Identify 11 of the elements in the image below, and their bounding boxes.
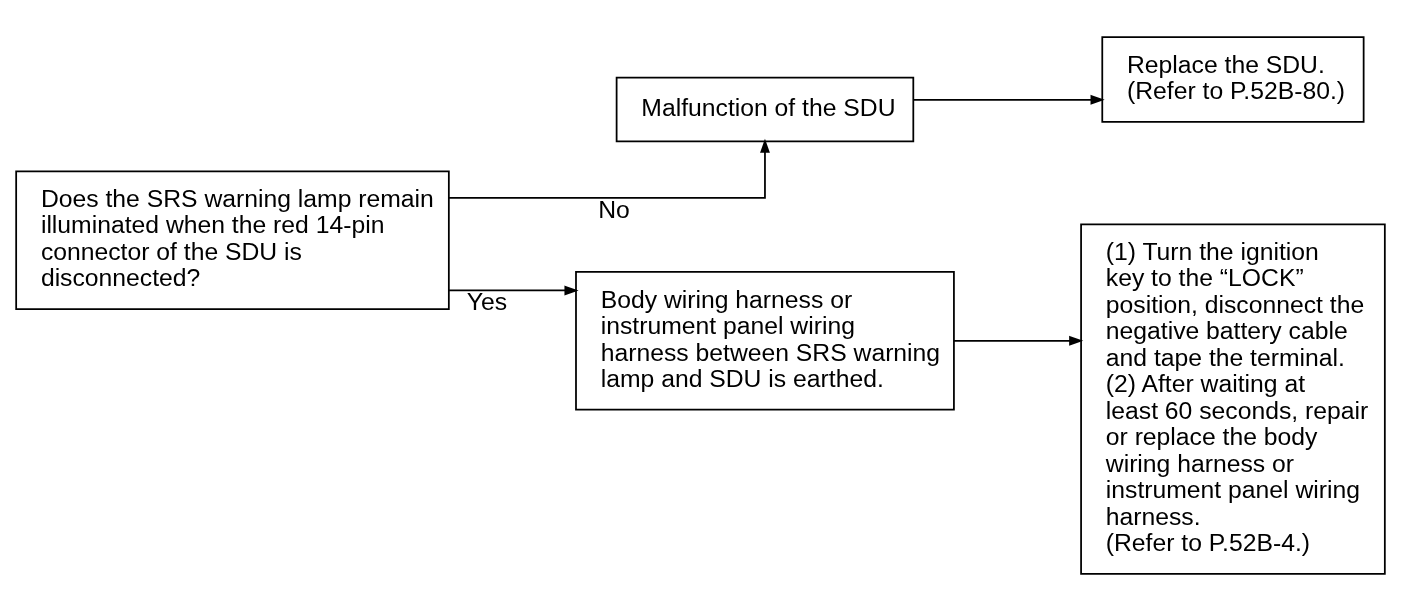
edge-label: Yes bbox=[466, 287, 508, 315]
node-box: (1) Turn the ignition key to the “LOCK” position, disconnect the negative battery cable and tape the terminal. (2) After waiting at least 60 seconds, repair or replace the body wiring harness or instrument panel wiring harness. (Refer to P.52B-4.) bbox=[1080, 222, 1386, 575]
arrow bbox=[912, 94, 1105, 105]
node-box: Body wiring harness or instrument panel wiring harness between SRS warning lamp and SDU is earthed. bbox=[575, 270, 955, 411]
arrow bbox=[448, 138, 770, 199]
edge-label: No bbox=[598, 195, 630, 223]
arrow bbox=[448, 285, 579, 295]
arrow bbox=[953, 335, 1084, 346]
node-box: Replace the SDU. (Refer to P.52B-80.) bbox=[1101, 35, 1365, 123]
node-box: Does the SRS warning lamp remain illuminated when the red 14-pin connector of the SDU is disconnected? bbox=[15, 169, 450, 310]
node-box: Malfunction of the SDU bbox=[615, 76, 915, 142]
